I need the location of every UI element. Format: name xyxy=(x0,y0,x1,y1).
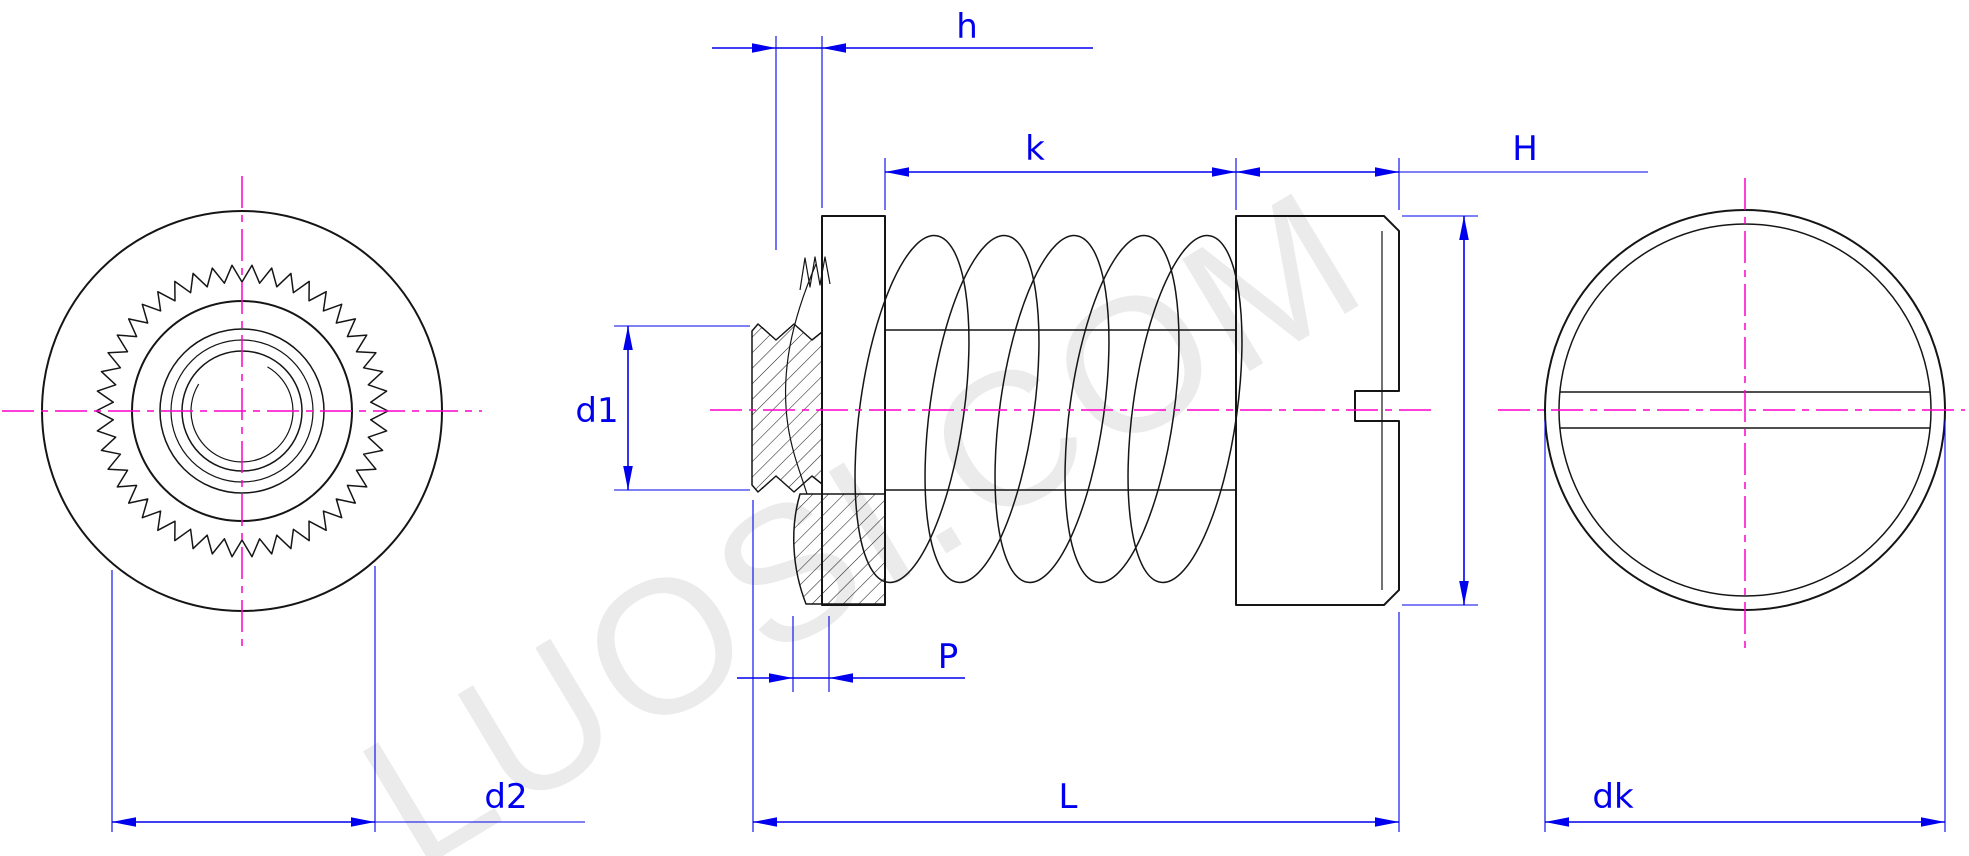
dim-label-dk: dk xyxy=(1592,777,1634,817)
dim-label-d2: d2 xyxy=(484,777,527,817)
dim-label-d1: d1 xyxy=(575,391,618,431)
spring-coil xyxy=(994,234,1110,584)
screw-head-outline xyxy=(1235,215,1400,606)
spring-coil xyxy=(1064,234,1180,584)
dimension-P: P xyxy=(737,616,965,692)
break-line xyxy=(784,263,817,495)
spring xyxy=(854,234,1243,584)
spring-coil xyxy=(854,234,970,584)
dim-label-k: k xyxy=(1025,129,1045,169)
dimension-h: h xyxy=(712,7,1093,250)
thread-minor-arc xyxy=(190,359,294,463)
dim-label-L: L xyxy=(1059,777,1078,817)
dim-label-P: P xyxy=(938,637,959,677)
dim-label-h: h xyxy=(956,7,978,47)
dimension-dk: dk xyxy=(1544,420,1946,832)
centerlines xyxy=(2,176,1965,650)
assembly-side-view xyxy=(751,215,1400,606)
dimension-L: L xyxy=(752,500,1400,832)
dimension-d2: d2 xyxy=(111,566,585,832)
dimension-d1: d1 xyxy=(575,325,750,491)
dim-label-H: H xyxy=(1512,129,1538,169)
collar-section-hatched xyxy=(793,493,886,605)
dimension-head-diameter xyxy=(1402,215,1478,606)
spring-coil xyxy=(924,234,1040,584)
dimension-k: k xyxy=(884,129,1237,210)
dimension-H: H xyxy=(1236,129,1648,210)
knurl-teeth-profile xyxy=(799,256,831,291)
threaded-stud-section xyxy=(751,323,823,493)
